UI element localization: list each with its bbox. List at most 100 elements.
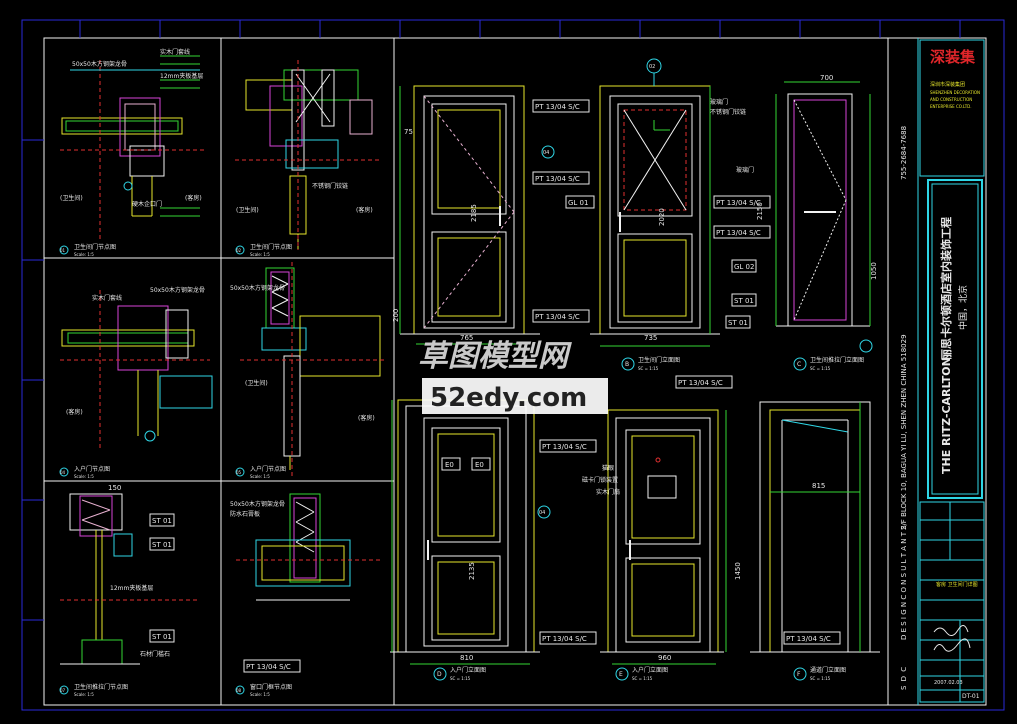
- pt-tag-frame: [675, 375, 733, 389]
- pt-tag: PT 13/04 S/C: [786, 635, 831, 643]
- detail-05-section: [240, 262, 385, 476]
- elev-f-title: 通道门立面图: [810, 666, 846, 674]
- dim-2150: 2150: [756, 202, 764, 220]
- note-05c: 50x50木方钢架龙骨: [230, 284, 285, 292]
- company-line-1: 深圳市深装集团: [930, 81, 965, 88]
- pt-tag-frame: [532, 309, 590, 323]
- detail-01-num: 01: [60, 248, 66, 253]
- elev-e-scale: SC = 1:15: [632, 676, 653, 681]
- dim-75: 75: [404, 128, 413, 136]
- elevation-labels: B 卫生间门立面图 SC = 1:15 C 卫生间推拉门立面图 SC = 1:1…: [437, 356, 864, 681]
- note-02b: (客房): [356, 206, 373, 214]
- pt-tag: PT 13/04 S/C: [716, 229, 761, 237]
- elev-e-letter: E: [619, 671, 623, 678]
- detail-08-scale: Scale: 1:5: [250, 692, 270, 697]
- dim-150: 150: [108, 484, 121, 492]
- pt-tag: PT 13/04 S/C: [535, 313, 580, 321]
- title-block: [919, 39, 985, 703]
- watermark: 草图模型网 52edy.com: [418, 339, 608, 414]
- dim-810: 810: [460, 654, 473, 662]
- consultants-text: D E S I G N C O N S U L T A N T S: [900, 525, 908, 640]
- note-e3: 实木门扇: [596, 488, 620, 496]
- sheet-number: DT-01: [962, 693, 980, 700]
- detail-07-title: 卫生间推拉门节点图: [74, 683, 128, 691]
- note-02c: 不锈钢门铰链: [312, 182, 348, 190]
- detail-02-title: 卫生间门节点图: [250, 243, 292, 251]
- st-tag: ST 01: [152, 633, 172, 641]
- sdc-text: S D C: [900, 666, 908, 690]
- address-text: 2/F BLOCK 10, BAGUA YI LU, SHEN ZHEN CHI…: [900, 334, 908, 530]
- project-location: 中国，北京: [957, 285, 969, 330]
- elevation-d-door: [390, 399, 551, 681]
- dim-2135: 2135: [468, 562, 476, 580]
- elev-b-letter: B: [625, 361, 629, 368]
- detail-07-section: [60, 493, 200, 665]
- note-01d: 硬木企口门: [132, 200, 162, 208]
- detail-04-title: 入户门节点图: [74, 465, 110, 473]
- note-e1: 猫眼: [602, 464, 614, 472]
- note-07a: 12mm夹板基层: [110, 584, 153, 592]
- detail-08-section: [236, 493, 380, 601]
- note-b2: 不锈钢门铰链: [710, 108, 746, 116]
- e0-tag: E0: [475, 461, 484, 469]
- pt-tag: PT 13/04 S/C: [246, 663, 291, 671]
- pt-tag-frame: [783, 631, 841, 645]
- elev-c-letter: C: [797, 361, 801, 368]
- company-line-4: ENTERPRISE CO.LTD.: [930, 104, 972, 109]
- callout-04b: 04: [539, 510, 545, 516]
- callout-04: 04: [543, 150, 549, 156]
- st-tag: ST 01: [152, 541, 172, 549]
- dim-700: 700: [820, 74, 833, 82]
- watermark-cn: 草图模型网: [418, 339, 572, 374]
- st-tag: ST 01: [152, 517, 172, 525]
- gl-tag-frame: [565, 195, 595, 209]
- detail-05-scale: Scale: 1:5: [250, 474, 270, 479]
- note-04a: 实木门套线: [92, 294, 122, 302]
- note-08a: 50x50木方钢架龙骨: [230, 500, 285, 508]
- note-b1: 玻璃门: [710, 98, 728, 106]
- detail-08-title: 窗口门框节点图: [250, 683, 292, 691]
- note-04c: (客房): [66, 408, 83, 416]
- detail-04-scale: Scale: 1:5: [74, 474, 94, 479]
- pt-tag-frame: [539, 439, 597, 453]
- note-c1: 玻璃门: [736, 166, 754, 174]
- detail-04-section: [60, 290, 213, 450]
- dim-1450: 1450: [734, 562, 742, 580]
- callout-02: 02: [649, 64, 655, 70]
- e0-tag-frame: [441, 457, 461, 471]
- st-tag: ST 01: [734, 297, 754, 305]
- st-tag-frame: [731, 293, 757, 307]
- gl-tag-frame: [731, 259, 757, 273]
- elev-b-title: 卫生间门立面图: [638, 356, 680, 364]
- note-08b: 防水石膏板: [230, 510, 260, 518]
- info-strip: S D C D E S I G N C O N S U L T A N T S …: [900, 126, 908, 690]
- detail-05-num: 05: [236, 470, 242, 475]
- pt-tag: PT 13/04 S/C: [535, 175, 580, 183]
- st-tag-frame: [725, 315, 751, 329]
- detail-02-num: 02: [236, 248, 242, 253]
- phone-text: 755-2684-7688: [900, 126, 908, 180]
- detail-08-num: 08: [236, 688, 242, 693]
- dim-960: 960: [658, 654, 671, 662]
- elev-b-scale: SC = 1:15: [638, 366, 659, 371]
- elev-d-letter: D: [437, 671, 442, 678]
- pt-tag-frame: [532, 99, 590, 113]
- st-tag-group-07: [149, 513, 175, 643]
- detail-07-num: 07: [60, 688, 66, 693]
- detail-02-scale: Scale: 1:5: [250, 252, 270, 257]
- elev-e-title: 入户门立面图: [632, 666, 668, 674]
- detail-05-title: 入户门节点图: [250, 465, 286, 473]
- dim-200: 200: [392, 309, 400, 322]
- pt-tag-frame: [539, 631, 597, 645]
- note-01e: (卫生间): [60, 194, 83, 202]
- sheet-frame: [21, 19, 1005, 711]
- dim-815: 815: [812, 482, 825, 490]
- dim-2020: 2020: [658, 208, 666, 226]
- elev-d-title: 入户门立面图: [450, 666, 486, 674]
- pt-tag-frame: [713, 225, 771, 239]
- gl-tag-2: GL 02: [734, 263, 754, 271]
- gl-tag: GL 01: [568, 199, 588, 207]
- pt-tag: PT 13/04 S/C: [542, 635, 587, 643]
- e0-tag-frame: [471, 457, 491, 471]
